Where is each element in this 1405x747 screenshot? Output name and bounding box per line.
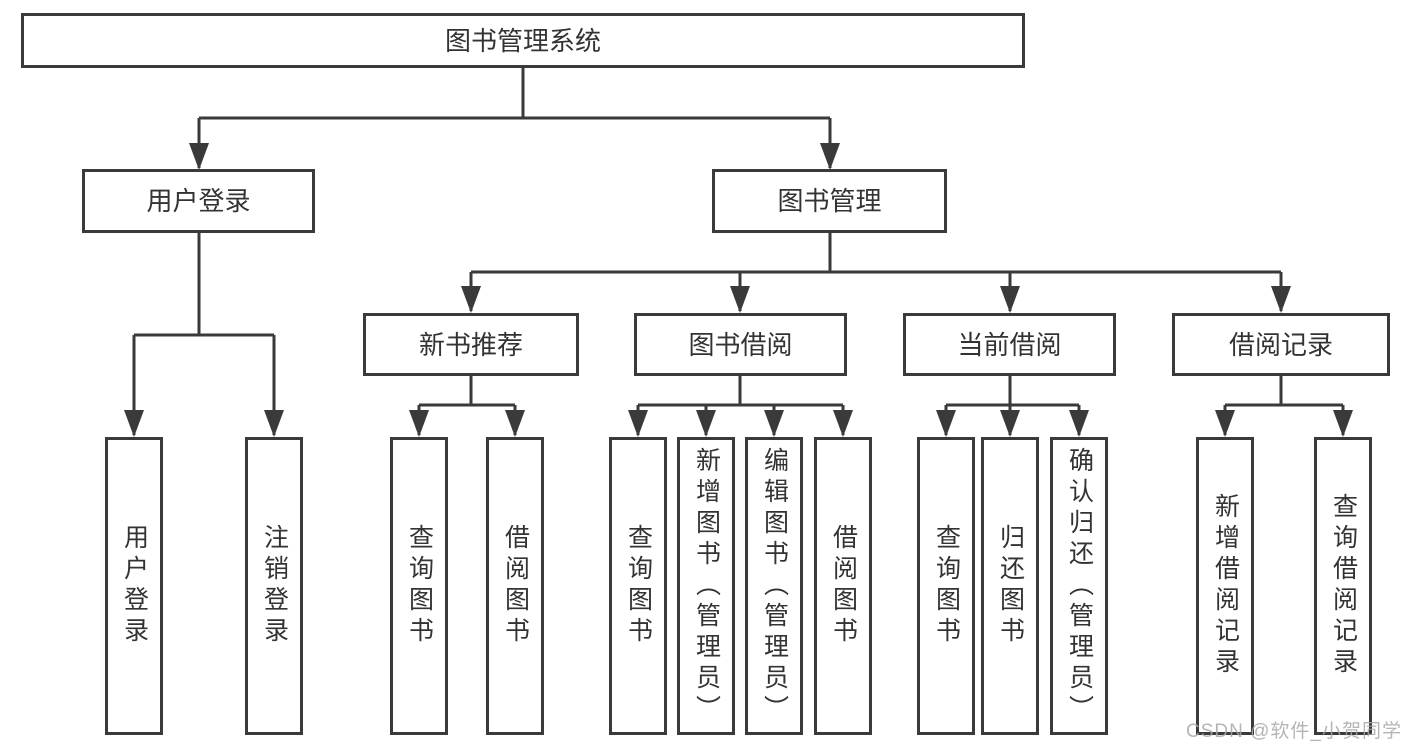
arrow-icon bbox=[264, 410, 284, 437]
arrow-icon bbox=[936, 410, 956, 437]
arrow-icon bbox=[1271, 286, 1291, 313]
arrow-icon bbox=[820, 143, 840, 170]
arrow-icon bbox=[461, 286, 481, 313]
leaf-logout: 注销登录 bbox=[245, 437, 303, 735]
leaf-borrow-books-recommend: 借阅图书 bbox=[486, 437, 544, 735]
watermark: CSDN @软件_小贺同学 bbox=[1186, 721, 1402, 742]
node-borrowing-records: 借阅记录 bbox=[1172, 313, 1390, 376]
leaf-edit-book-admin: 编辑图书（管理员） bbox=[745, 437, 803, 735]
node-current-borrowing: 当前借阅 bbox=[903, 313, 1116, 376]
node-book-management: 图书管理 bbox=[712, 169, 947, 233]
arrow-icon bbox=[1215, 410, 1235, 437]
arrow-icon bbox=[1333, 410, 1353, 437]
arrow-icon bbox=[628, 410, 648, 437]
leaf-return-book: 归还图书 bbox=[981, 437, 1039, 735]
arrow-icon bbox=[1000, 410, 1020, 437]
arrow-icon bbox=[124, 410, 144, 437]
arrow-icon bbox=[696, 410, 716, 437]
arrow-icon bbox=[764, 410, 784, 437]
arrow-icon bbox=[730, 286, 750, 313]
node-user-login: 用户登录 bbox=[82, 169, 315, 233]
leaf-add-borrow-record: 新增借阅记录 bbox=[1196, 437, 1254, 735]
arrowheads bbox=[124, 143, 1353, 437]
leaf-borrow-books-borrow: 借阅图书 bbox=[814, 437, 872, 735]
leaf-user-login: 用户登录 bbox=[105, 437, 163, 735]
node-book-borrowing: 图书借阅 bbox=[634, 313, 847, 376]
leaf-query-books-current: 查询图书 bbox=[917, 437, 975, 735]
connector-path bbox=[132, 68, 1345, 435]
leaf-confirm-return-admin: 确认归还（管理员） bbox=[1050, 437, 1108, 735]
arrow-icon bbox=[1000, 286, 1020, 313]
arrow-icon bbox=[1069, 410, 1089, 437]
leaf-query-books-borrow: 查询图书 bbox=[609, 437, 667, 735]
leaf-add-book-admin: 新增图书（管理员） bbox=[677, 437, 735, 735]
node-library-management-system: 图书管理系统 bbox=[21, 13, 1025, 68]
arrow-icon bbox=[505, 410, 525, 437]
arrow-icon bbox=[409, 410, 429, 437]
arrow-icon bbox=[833, 410, 853, 437]
leaf-query-borrow-record: 查询借阅记录 bbox=[1314, 437, 1372, 735]
node-new-book-recommendation: 新书推荐 bbox=[363, 313, 579, 376]
arrow-icon bbox=[189, 143, 209, 170]
leaf-query-books-recommend: 查询图书 bbox=[390, 437, 448, 735]
